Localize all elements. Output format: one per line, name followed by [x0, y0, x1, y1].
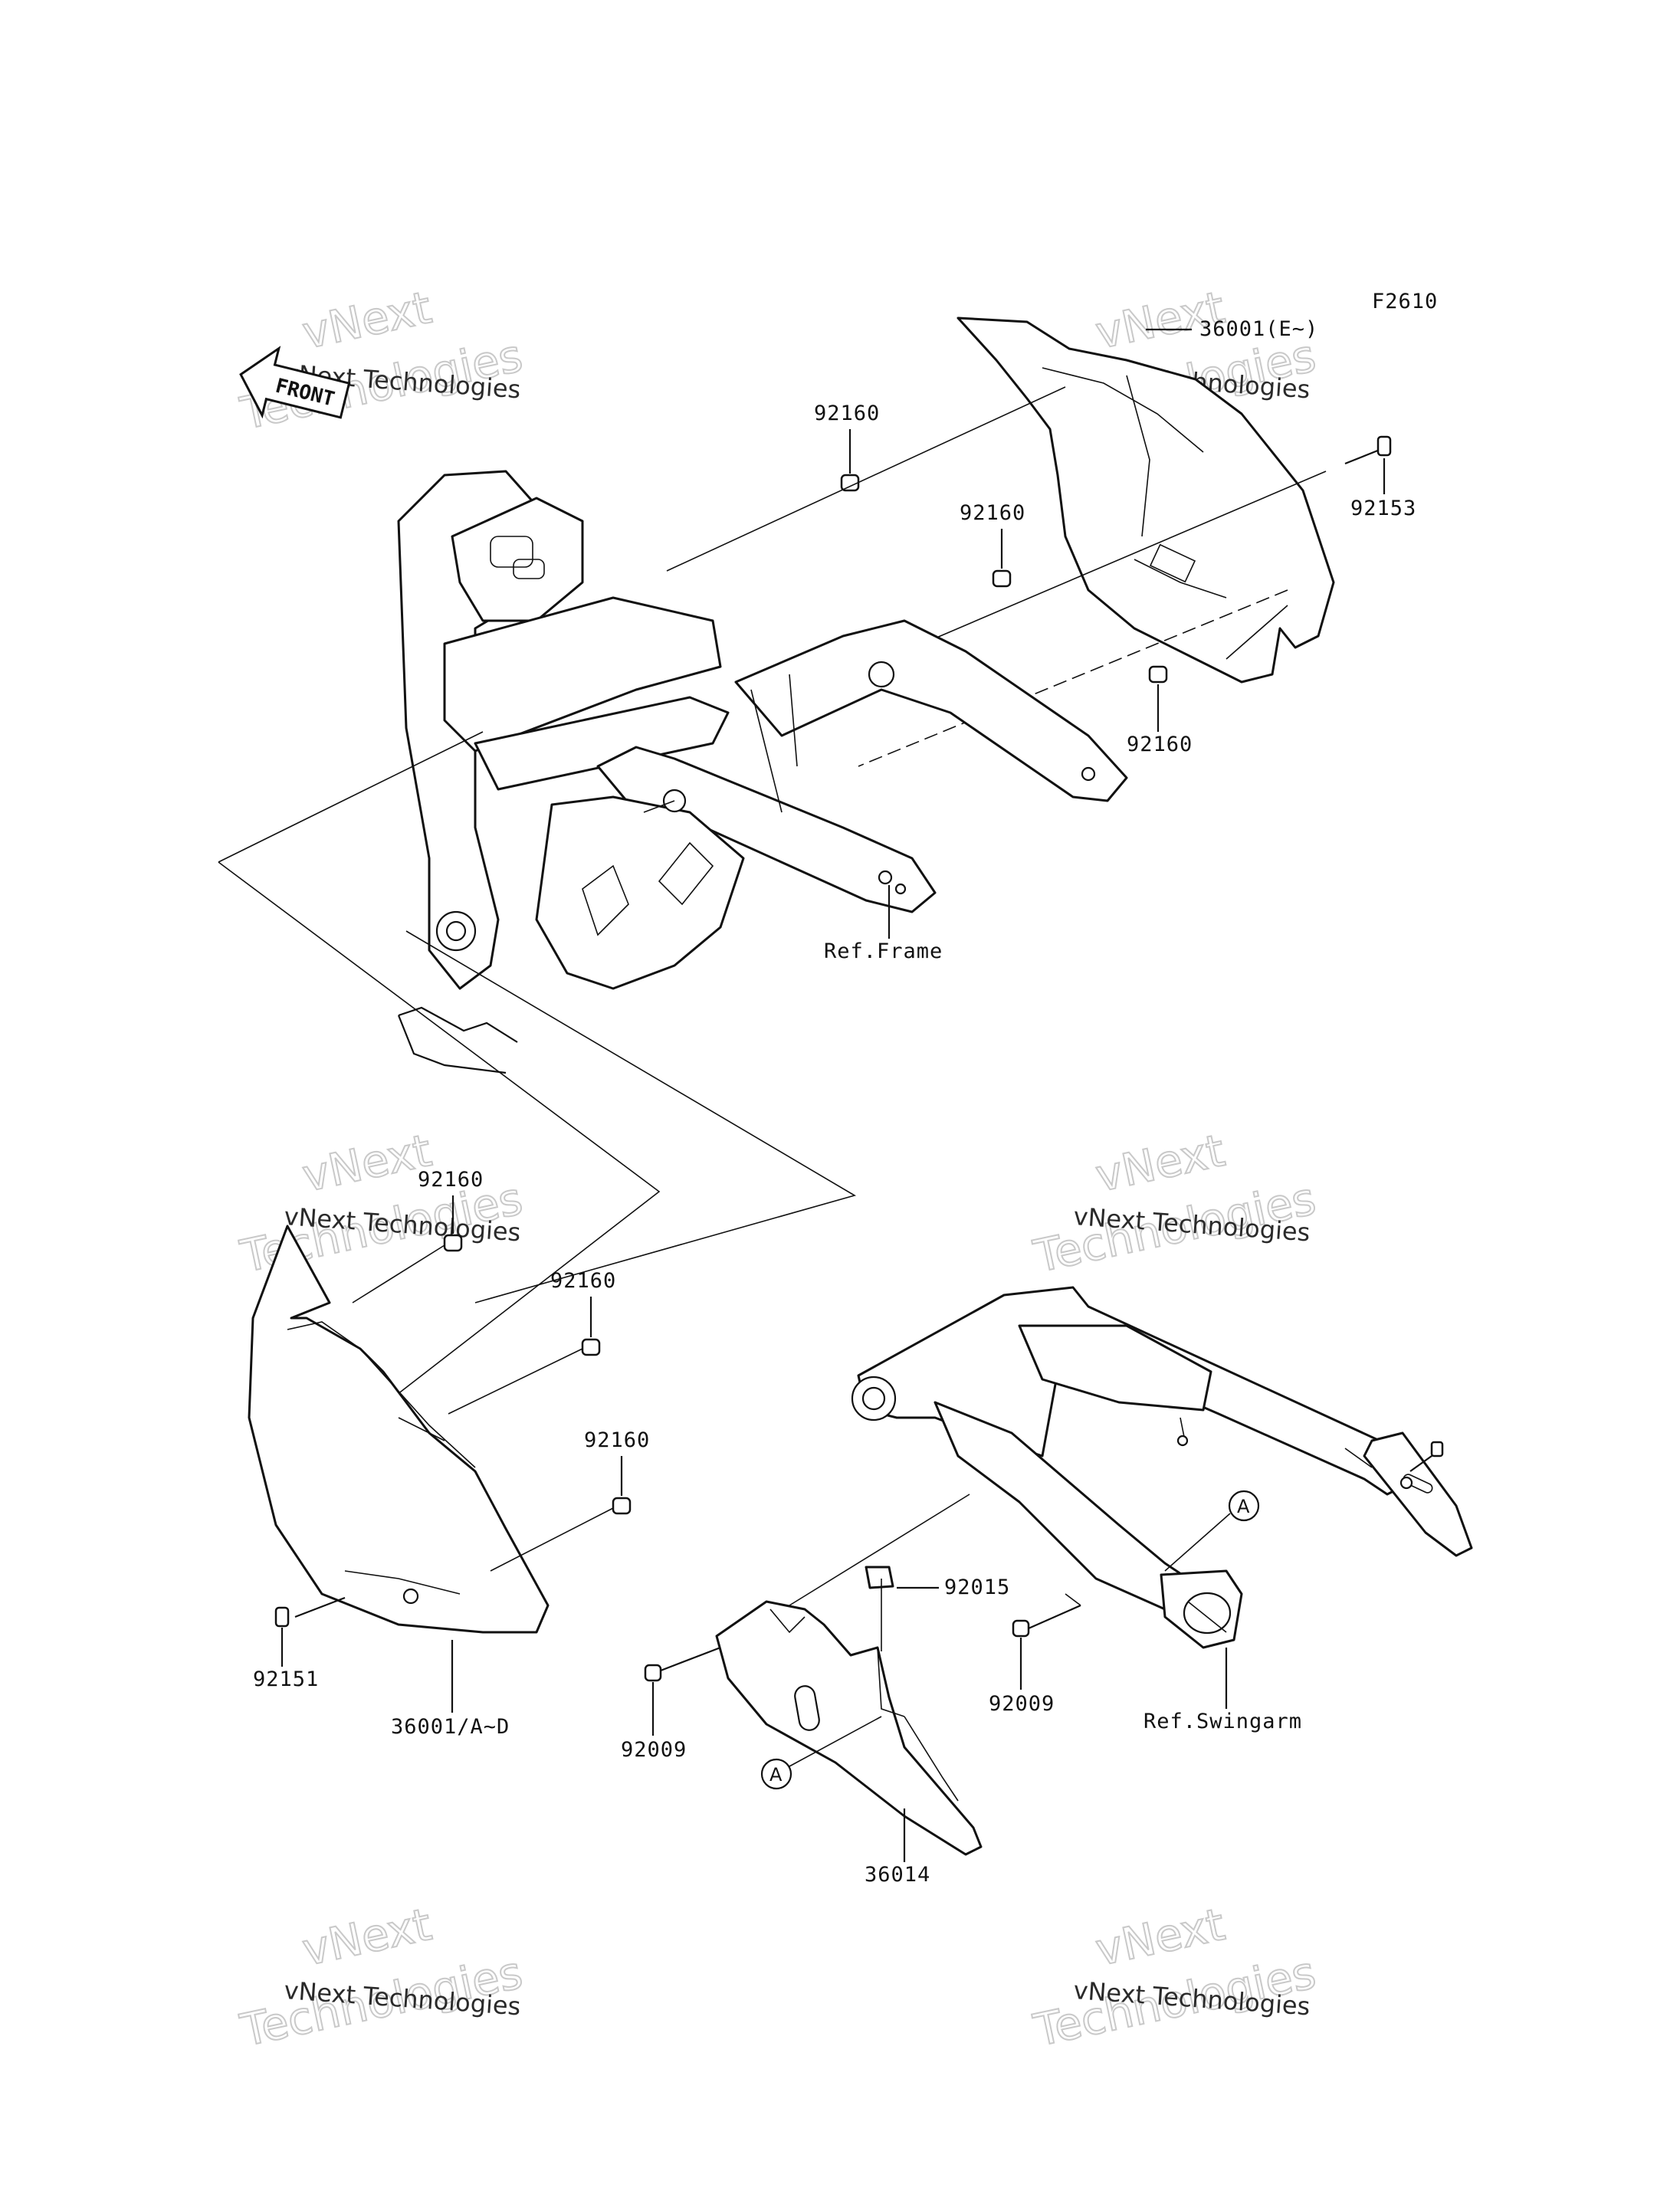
nut-icon — [612, 1497, 632, 1515]
callout-lower-cover: 36001/A~D — [391, 1715, 510, 1739]
reference-marker: A — [1228, 1490, 1260, 1522]
projection-line — [448, 1348, 583, 1415]
callout-nut-upper-b: 92160 — [960, 501, 1025, 525]
reference-marker: A — [760, 1758, 792, 1790]
watermark-text: vNext — [1091, 1898, 1229, 1976]
projection-line — [858, 589, 1288, 767]
watermark-text: vNext — [298, 1124, 436, 1202]
watermark-text: vNext — [1091, 1124, 1229, 1202]
callout-nut-lower-b: 92160 — [550, 1269, 616, 1293]
callout-clip: 92015 — [944, 1576, 1010, 1599]
projection-line — [405, 930, 857, 1303]
lower-side-cover — [248, 1225, 550, 1634]
watermark-text: vNext — [298, 281, 436, 359]
callout-upper-cover: 36001(E~) — [1199, 317, 1318, 341]
bolt-icon — [274, 1596, 346, 1628]
chain-guard — [715, 1600, 983, 1856]
watermark-bottom-left: vNext Technologies vNext Technologies — [235, 1897, 528, 2058]
marker-label: A — [1237, 1496, 1250, 1517]
callout-chain-guard: 36014 — [865, 1863, 930, 1887]
engine-outline — [397, 1015, 507, 1074]
bolt-icon — [1012, 1604, 1081, 1638]
watermark-top-left: vNext Technologies vNext Technologies — [235, 280, 528, 441]
bolt-icon — [644, 1646, 721, 1682]
projection-line — [490, 1507, 614, 1572]
leader-line — [1164, 1513, 1231, 1572]
frame-assembly — [397, 470, 1128, 990]
callout-nut-upper-c: 92160 — [1127, 733, 1193, 756]
callout-nut-lower-a: 92160 — [418, 1168, 484, 1192]
callout-ref-frame: Ref.Frame — [824, 939, 943, 963]
callout-nut-upper-a: 92160 — [814, 402, 880, 425]
projection-line — [666, 386, 1066, 572]
watermark-text: vNext — [298, 1898, 436, 1976]
callout-bolt-upper: 92153 — [1350, 497, 1416, 520]
callout-bolt-lower: 92151 — [253, 1667, 319, 1691]
figure-code: F2610 — [1372, 290, 1438, 313]
projection-line — [904, 471, 1327, 652]
watermark-bottom-right: vNext Technologies vNext Technologies — [1029, 1897, 1321, 2058]
projection-line — [789, 1494, 970, 1606]
leader-line — [789, 1716, 882, 1767]
engine-outline — [398, 1006, 518, 1043]
bolt-icon — [1344, 435, 1392, 465]
projection-line — [1065, 1593, 1081, 1606]
callout-nut-lower-c: 92160 — [584, 1428, 650, 1452]
watermark-mid-right: vNext Technologies vNext Technologies — [1029, 1123, 1321, 1284]
nut-icon — [1148, 665, 1168, 684]
nut-icon — [992, 569, 1012, 588]
callout-ref-swingarm: Ref.Swingarm — [1144, 1710, 1302, 1733]
upper-side-cover — [956, 316, 1335, 684]
callout-bolt-swingarm-b: 92009 — [989, 1692, 1055, 1716]
clip-icon — [865, 1566, 894, 1589]
marker-label: A — [769, 1764, 783, 1785]
projection-line — [352, 1244, 445, 1303]
callout-bolt-swingarm-a: 92009 — [621, 1738, 687, 1762]
swingarm-assembly — [851, 1286, 1473, 1649]
nut-icon — [443, 1234, 463, 1252]
projection-line — [218, 731, 484, 863]
nut-icon — [840, 474, 860, 492]
nut-icon — [581, 1338, 601, 1356]
